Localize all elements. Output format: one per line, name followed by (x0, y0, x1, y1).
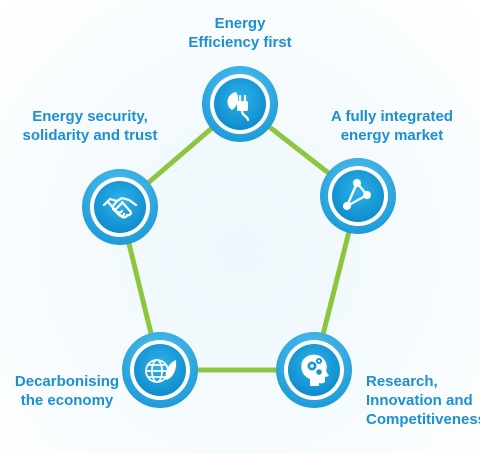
globe-leaf-icon (145, 359, 177, 383)
label-research-innovation: Research, Innovation and Competitiveness (366, 372, 480, 429)
node-market (320, 158, 396, 234)
head-gears-icon (301, 354, 329, 386)
node-security (82, 169, 158, 245)
label-line: solidarity and trust (22, 127, 158, 144)
label-line: Competitiveness (366, 411, 480, 428)
node-research (276, 332, 352, 408)
label-line: Energy (214, 15, 266, 32)
label-line: Research, (366, 373, 438, 390)
label-line: A fully integrated (331, 108, 453, 125)
label-line: energy market (340, 127, 444, 144)
label-decarbonising-economy: Decarbonising the economy (4, 372, 130, 410)
label-energy-security: Energy security, solidarity and trust (6, 107, 174, 145)
label-line: the economy (20, 392, 114, 409)
label-integrated-energy-market: A fully integrated energy market (312, 107, 472, 145)
label-line: Efficiency first (188, 34, 292, 51)
handshake-icon (102, 196, 138, 219)
node-efficiency (202, 66, 278, 142)
label-line: Decarbonising (14, 373, 120, 390)
label-line: Energy security, (32, 108, 148, 125)
energy-plug-leaf-icon (227, 92, 250, 122)
label-energy-efficiency-first: Energy Efficiency first (150, 14, 330, 52)
node-decarbon (122, 332, 198, 408)
network-share-icon (343, 179, 371, 210)
label-line: Innovation and (366, 392, 473, 409)
